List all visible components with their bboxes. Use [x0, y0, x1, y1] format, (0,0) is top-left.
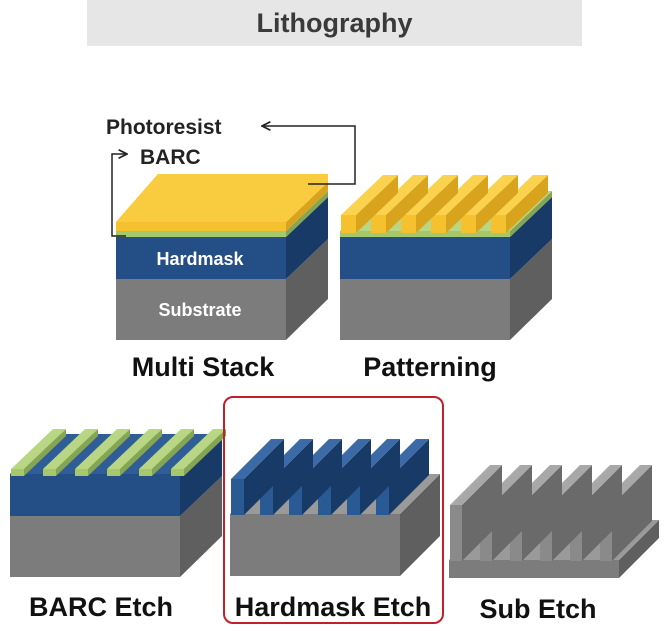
photoresist-line [491, 215, 506, 233]
page-title: Lithography [256, 7, 413, 38]
hardmask-layer [116, 237, 286, 279]
caption-barc-etch: BARC Etch [29, 592, 173, 622]
substrate-fin [450, 505, 462, 561]
barc-arrow [111, 154, 127, 237]
step-sub-etch: Sub Etch [449, 465, 659, 624]
hardmask-fins [231, 439, 429, 515]
hardmask-label: Hardmask [156, 249, 244, 269]
photoresist-arrow [262, 126, 356, 185]
photoresist-lines [341, 175, 548, 233]
photoresist-line [431, 215, 446, 233]
highlight-frame [223, 396, 444, 624]
barc-layer [116, 231, 286, 237]
substrate-label: Substrate [158, 300, 241, 320]
photoresist-line [341, 215, 356, 233]
barc-lines [11, 429, 226, 476]
photoresist-line [401, 215, 416, 233]
step-barc-etch: BARC Etch [10, 429, 226, 622]
barc-line [107, 469, 120, 476]
step-hardmask-etch: Hardmask Etch [223, 396, 444, 624]
barc-line [139, 469, 152, 476]
barc-line [75, 469, 88, 476]
caption-hardmask-etch: Hardmask Etch [235, 592, 432, 622]
barc-line [11, 469, 24, 476]
barc-line [171, 469, 184, 476]
title-bar: Lithography [87, 0, 582, 46]
step-multi-stack: Hardmask Substrate Photoresist BARC Mult… [106, 116, 356, 382]
hardmask-fin [231, 479, 244, 515]
caption-multi-stack: Multi Stack [132, 352, 276, 382]
photoresist-line [461, 215, 476, 233]
substrate-layer [116, 279, 286, 340]
caption-patterning: Patterning [363, 352, 497, 382]
photoresist-line [371, 215, 386, 233]
step-patterning: Patterning [340, 175, 552, 382]
substrate-fins [450, 465, 652, 561]
photoresist-label: Photoresist [106, 116, 222, 139]
barc-label: BARC [140, 146, 201, 169]
caption-sub-etch: Sub Etch [479, 594, 596, 624]
photoresist-layer [116, 222, 286, 231]
barc-line [43, 469, 56, 476]
